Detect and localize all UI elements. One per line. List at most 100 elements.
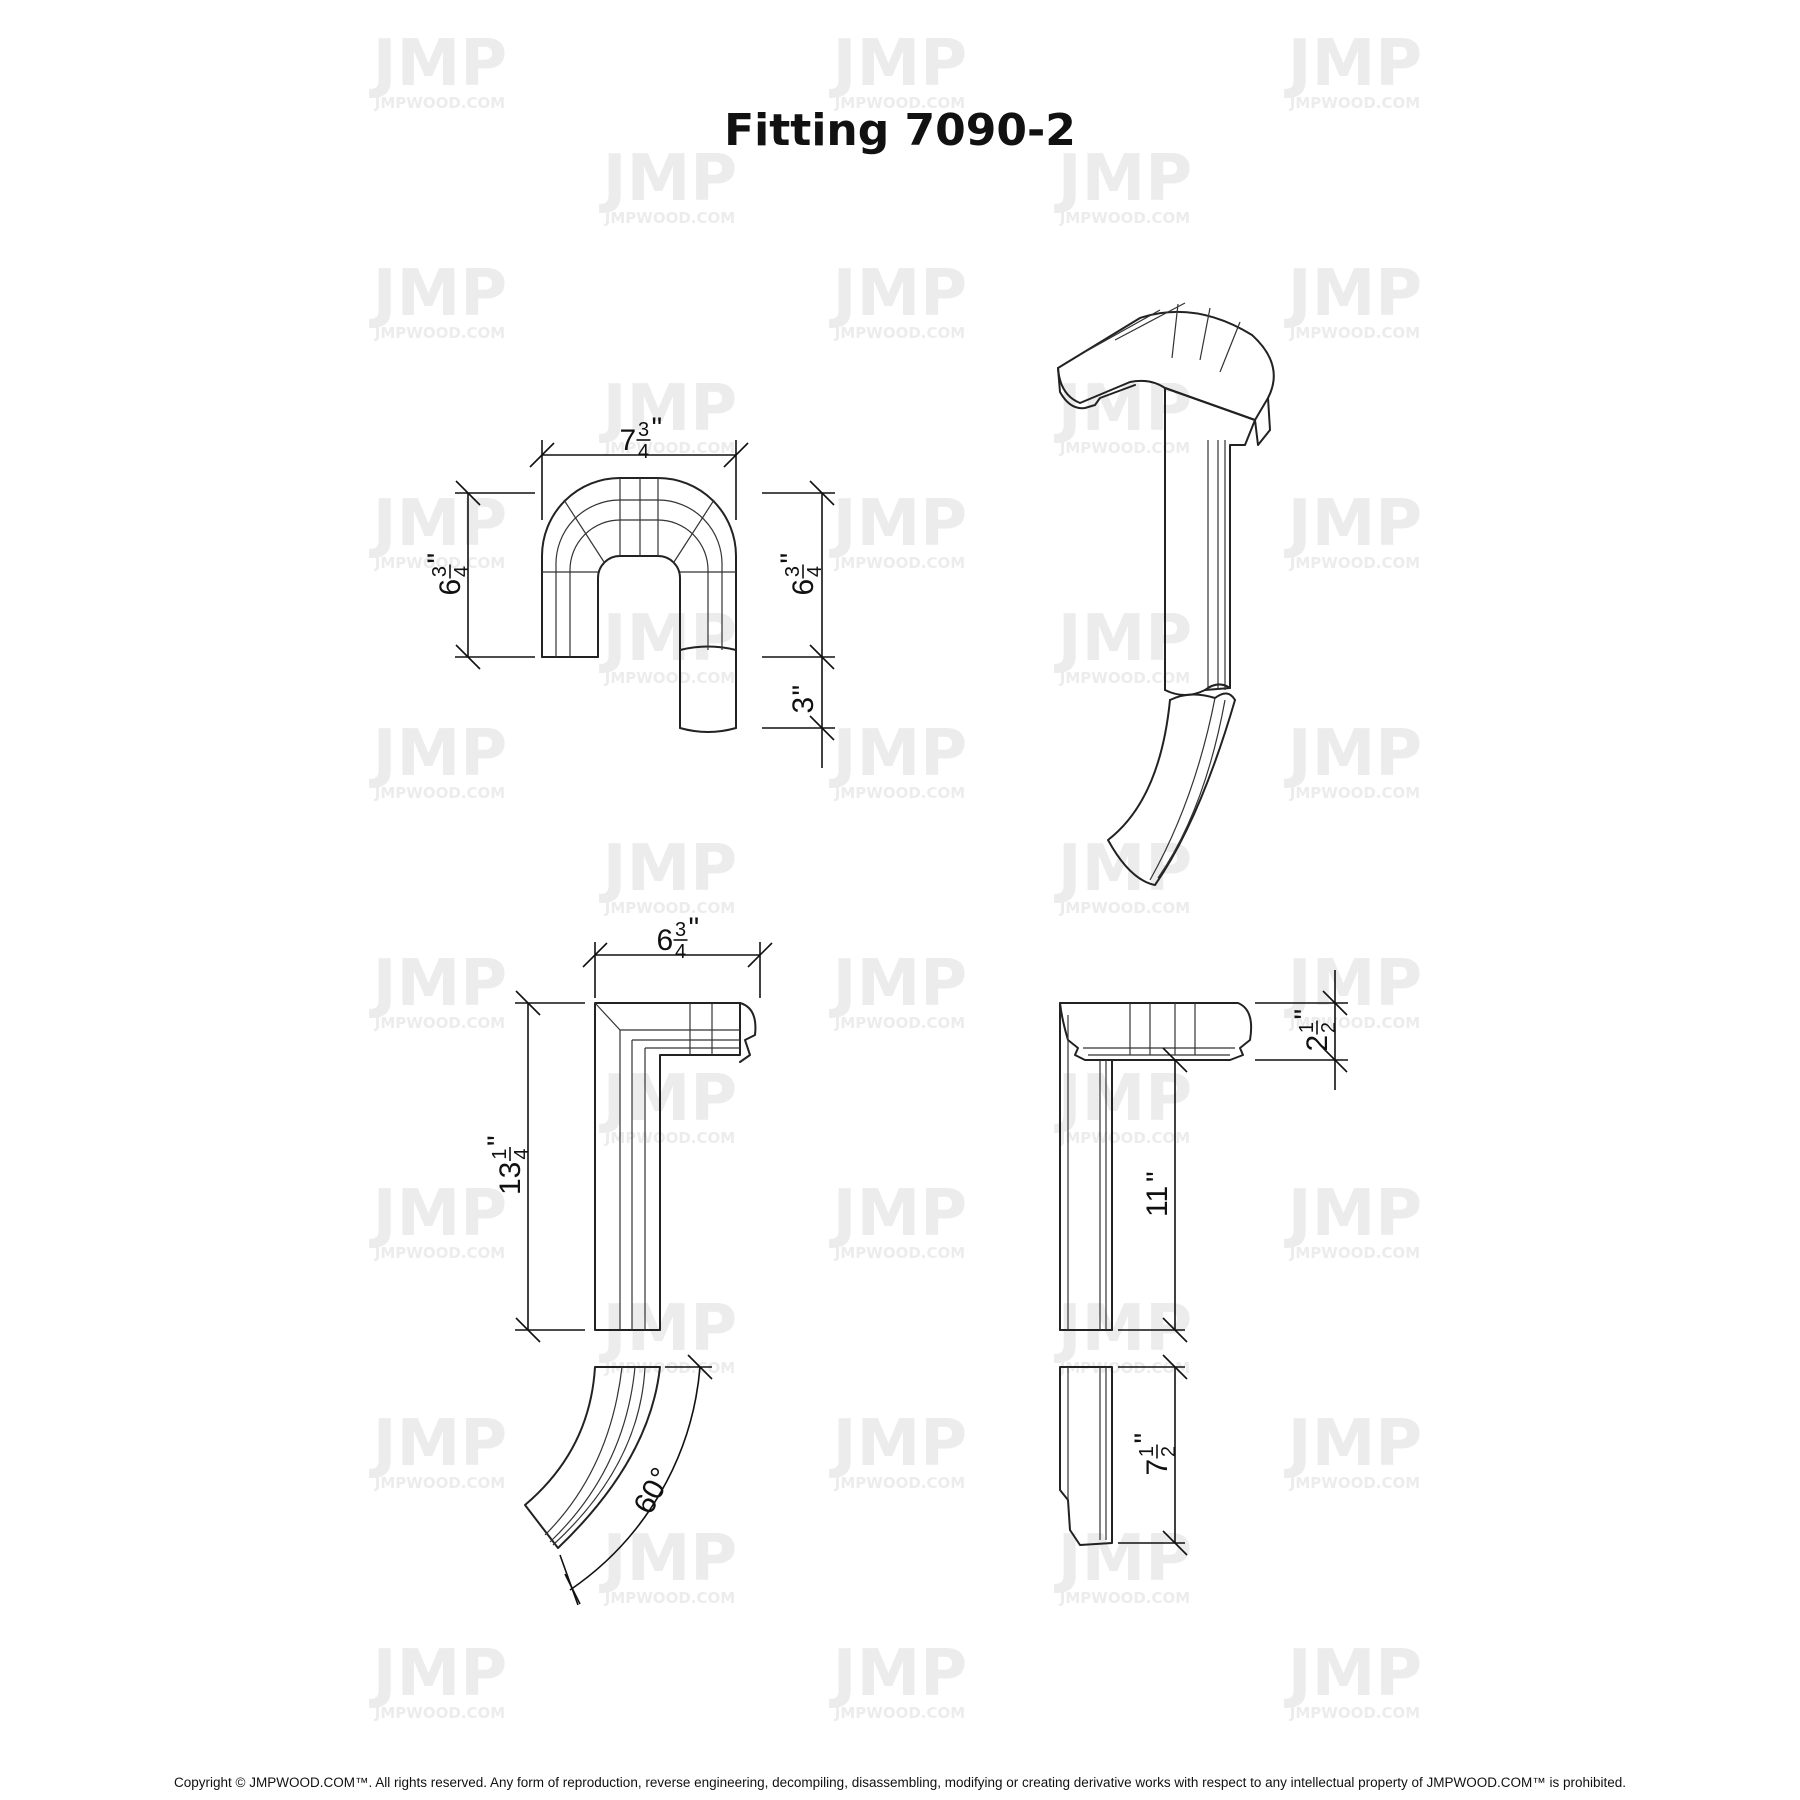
dimension-top-extension: 3" bbox=[787, 685, 820, 714]
dimension-whole: 2 bbox=[1301, 1035, 1334, 1052]
watermark-site: JMPWOOD.COM bbox=[834, 1014, 965, 1032]
dimension-denominator: 4 bbox=[451, 566, 473, 577]
dimension-numerator: 3 bbox=[638, 419, 649, 441]
watermark-logo: JMP bbox=[369, 487, 507, 561]
watermark-site: JMPWOOD.COM bbox=[604, 1359, 735, 1377]
watermark-site: JMPWOOD.COM bbox=[834, 324, 965, 342]
watermark-site: JMPWOOD.COM bbox=[1289, 94, 1420, 112]
watermark-site: JMPWOOD.COM bbox=[1289, 1014, 1420, 1032]
dimension-whole: 11 bbox=[1141, 1186, 1174, 1217]
watermark-grid: JMPJMPWOOD.COMJMPJMPWOOD.COMJMPJMPWOOD.C… bbox=[369, 27, 1422, 1722]
watermark-logo: JMP bbox=[599, 602, 737, 676]
dimension-whole: 13 bbox=[494, 1162, 527, 1195]
dimension-whole: 6 bbox=[434, 579, 467, 596]
watermark-site: JMPWOOD.COM bbox=[1059, 1129, 1190, 1147]
watermark-site: JMPWOOD.COM bbox=[1059, 899, 1190, 917]
watermark-logo: JMP bbox=[599, 142, 737, 216]
watermark-site: JMPWOOD.COM bbox=[604, 439, 735, 457]
watermark-logo: JMP bbox=[369, 717, 507, 791]
watermark-site: JMPWOOD.COM bbox=[1289, 784, 1420, 802]
watermark-logo: JMP bbox=[1054, 142, 1192, 216]
watermark-logo: JMP bbox=[1284, 1177, 1422, 1251]
watermark-logo: JMP bbox=[829, 257, 967, 331]
watermark-site: JMPWOOD.COM bbox=[604, 899, 735, 917]
watermark-logo: JMP bbox=[1054, 832, 1192, 906]
dimension-denominator: 4 bbox=[804, 566, 826, 577]
watermark-logo: JMP bbox=[829, 487, 967, 561]
dimension-numerator: 3 bbox=[675, 919, 686, 941]
watermark-logo: JMP bbox=[1284, 1407, 1422, 1481]
watermark-site: JMPWOOD.COM bbox=[374, 1474, 505, 1492]
front-view bbox=[1059, 1002, 1253, 1546]
watermark-logo: JMP bbox=[369, 1407, 507, 1481]
watermark-logo: JMP bbox=[829, 717, 967, 791]
watermark-logo: JMP bbox=[369, 947, 507, 1021]
dimension-unit: " bbox=[775, 553, 808, 564]
dimension-denominator: 4 bbox=[638, 441, 649, 463]
watermark-logo: JMP bbox=[369, 1637, 507, 1711]
dimension-whole: 6 bbox=[787, 579, 820, 596]
top-view-inner bbox=[597, 555, 681, 729]
watermark-site: JMPWOOD.COM bbox=[374, 1014, 505, 1032]
dimension-unit: " bbox=[482, 1135, 515, 1146]
watermark-site: JMPWOOD.COM bbox=[1289, 1474, 1420, 1492]
watermark-logo: JMP bbox=[1284, 717, 1422, 791]
dimension-unit: " bbox=[1289, 1009, 1322, 1020]
dimension-denominator: 2 bbox=[1318, 1022, 1340, 1033]
watermark-site: JMPWOOD.COM bbox=[1059, 209, 1190, 227]
watermark-site: JMPWOOD.COM bbox=[604, 669, 735, 687]
dimension-unit: " bbox=[422, 553, 455, 564]
watermark-logo: JMP bbox=[829, 947, 967, 1021]
dimension-unit: " bbox=[652, 412, 663, 445]
watermark-site: JMPWOOD.COM bbox=[374, 1704, 505, 1722]
watermark-logo: JMP bbox=[369, 27, 507, 101]
top-view-dimensions bbox=[455, 440, 835, 768]
dimension-front-drop: 11 " bbox=[1141, 1171, 1174, 1217]
dimension-whole: 7 bbox=[620, 424, 637, 457]
watermark-logo: JMP bbox=[1284, 27, 1422, 101]
watermark-logo: JMP bbox=[1284, 1637, 1422, 1711]
dimension-numerator: 1 bbox=[1296, 1022, 1318, 1033]
watermark-site: JMPWOOD.COM bbox=[1059, 439, 1190, 457]
dimension-numerator: 1 bbox=[489, 1148, 511, 1159]
dimension-whole: 6 bbox=[657, 924, 674, 957]
watermark-site: JMPWOOD.COM bbox=[604, 209, 735, 227]
watermark-site: JMPWOOD.COM bbox=[374, 1244, 505, 1262]
dimension-unit: " bbox=[689, 912, 700, 945]
dimension-unit: " bbox=[787, 685, 820, 696]
watermark-site: JMPWOOD.COM bbox=[1289, 1704, 1420, 1722]
page-title: Fitting 7090-2 bbox=[724, 105, 1076, 156]
top-view bbox=[541, 477, 737, 733]
watermark-site: JMPWOOD.COM bbox=[834, 554, 965, 572]
dimension-denominator: 4 bbox=[511, 1148, 533, 1159]
dimension-denominator: 2 bbox=[1158, 1446, 1180, 1457]
watermark-logo: JMP bbox=[599, 1522, 737, 1596]
watermark-site: JMPWOOD.COM bbox=[1289, 324, 1420, 342]
watermark-logo: JMP bbox=[829, 1637, 967, 1711]
watermark-site: JMPWOOD.COM bbox=[1289, 1244, 1420, 1262]
watermark-site: JMPWOOD.COM bbox=[374, 94, 505, 112]
dimension-whole: 3 bbox=[787, 697, 820, 714]
watermark-logo: JMP bbox=[599, 832, 737, 906]
watermark-site: JMPWOOD.COM bbox=[834, 1704, 965, 1722]
watermark-logo: JMP bbox=[829, 1177, 967, 1251]
dimension-unit: " bbox=[1141, 1171, 1174, 1182]
watermark-logo: JMP bbox=[369, 1177, 507, 1251]
watermark-site: JMPWOOD.COM bbox=[834, 94, 965, 112]
dimension-denominator: 4 bbox=[675, 941, 686, 963]
watermark-logo: JMP bbox=[1284, 947, 1422, 1021]
watermark-logo: JMP bbox=[1054, 1062, 1192, 1136]
watermark-site: JMPWOOD.COM bbox=[604, 1129, 735, 1147]
watermark-logo: JMP bbox=[1284, 257, 1422, 331]
dimension-whole: 7 bbox=[1141, 1459, 1174, 1476]
watermark-logo: JMP bbox=[1284, 487, 1422, 561]
watermark-site: JMPWOOD.COM bbox=[374, 324, 505, 342]
